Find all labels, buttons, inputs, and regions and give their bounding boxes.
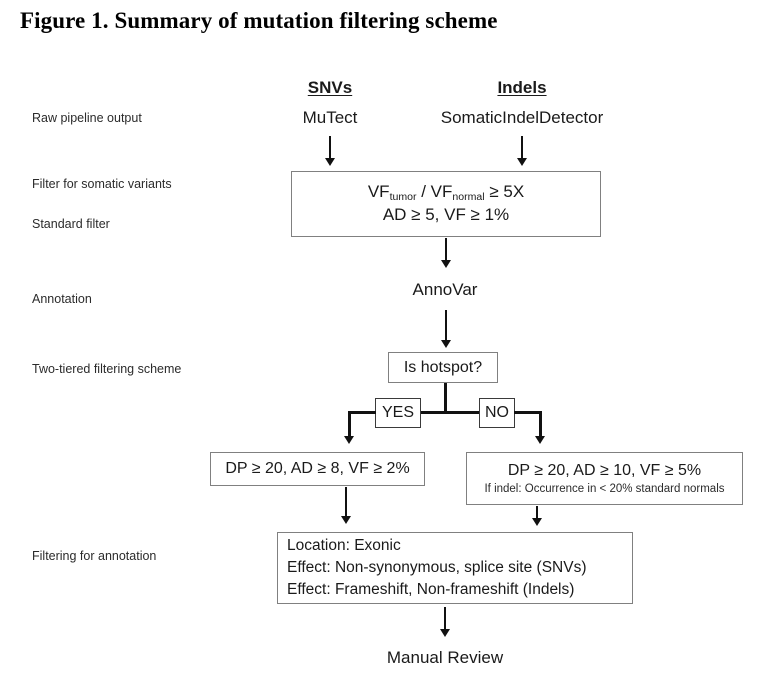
arrowhead-yesbox-to-annotation (341, 516, 351, 524)
annotation-filter-line-3: Effect: Frameshift, Non-frameshift (Inde… (287, 581, 575, 598)
stage-label-filter-for-somatic-variants: Filter for somatic variants (32, 177, 172, 191)
hotspot-no-filter-line-1: DP ≥ 20, AD ≥ 10, VF ≥ 5% (507, 461, 702, 479)
box-hotspot-yes-filter: DP ≥ 20, AD ≥ 8, VF ≥ 2% (210, 452, 425, 486)
connector-yesbox-to-annotation (345, 487, 347, 519)
connector-no-vertical (539, 411, 542, 439)
figure-title: Figure 1. Summary of mutation filtering … (20, 8, 498, 33)
arrowhead-annotation-to-manual-review (440, 629, 450, 637)
arrowhead-nobox-to-annotation (532, 518, 542, 526)
box-annotation-filter: Location: Exonic Effect: Non-synonymous,… (277, 532, 633, 604)
node-somatic-indel-detector: SomaticIndelDetector (440, 108, 604, 127)
somatic-filter-line-1: VFtumor / VFnormal ≥ 5X (367, 182, 525, 204)
connector-annotation-to-manual-review (444, 607, 446, 631)
box-yes-branch: YES (375, 398, 421, 428)
node-manual-review: Manual Review (386, 648, 504, 667)
column-header-snvs: SNVs (307, 78, 353, 97)
connector-no-horizontal (514, 411, 542, 414)
column-header-indels: Indels (497, 78, 547, 97)
connector-annovar-to-hotspot (445, 310, 447, 342)
box-no-branch: NO (479, 398, 515, 428)
connector-split-right (444, 411, 480, 414)
arrowhead-annovar-to-hotspot (441, 340, 451, 348)
arrowhead-mutect-to-filter (325, 158, 335, 166)
arrowhead-no-to-box (535, 436, 545, 444)
box-somatic-standard-filter: VFtumor / VFnormal ≥ 5X AD ≥ 5, VF ≥ 1% (291, 171, 601, 237)
arrowhead-yes-to-box (344, 436, 354, 444)
arrowhead-filter-to-annovar (441, 260, 451, 268)
somatic-filter-line-2: AD ≥ 5, VF ≥ 1% (382, 205, 510, 224)
hotspot-no-filter-line-2: If indel: Occurrence in < 20% standard n… (484, 482, 725, 495)
connector-filter-to-annovar (445, 238, 447, 262)
connector-nobox-to-annotation (536, 506, 538, 522)
stage-label-standard-filter: Standard filter (32, 217, 110, 231)
connector-hotspot-stem (444, 383, 447, 412)
node-annovar: AnnoVar (412, 280, 478, 299)
stage-label-filtering-for-annotation: Filtering for annotation (32, 549, 157, 563)
box-is-hotspot: Is hotspot? (388, 352, 498, 383)
hotspot-yes-filter-line-1: DP ≥ 20, AD ≥ 8, VF ≥ 2% (225, 460, 410, 478)
stage-label-two-tiered-filtering-scheme: Two-tiered filtering scheme (32, 362, 182, 376)
annotation-filter-line-2: Effect: Non-synonymous, splice site (SNV… (287, 559, 587, 576)
is-hotspot-label: Is hotspot? (403, 358, 483, 376)
stage-label-raw-pipeline-output: Raw pipeline output (32, 111, 142, 125)
annotation-filter-line-1: Location: Exonic (287, 537, 401, 554)
arrowhead-sid-to-filter (517, 158, 527, 166)
stage-label-annotation: Annotation (32, 292, 92, 306)
node-mutect: MuTect (302, 108, 358, 127)
connector-split-left (420, 411, 446, 414)
connector-yes-vertical (348, 411, 351, 439)
box-hotspot-no-filter: DP ≥ 20, AD ≥ 10, VF ≥ 5% If indel: Occu… (466, 452, 743, 505)
no-label: NO (485, 404, 509, 422)
connector-mutect-to-filter (329, 136, 331, 160)
yes-label: YES (381, 404, 414, 422)
connector-yes-horizontal (348, 411, 376, 414)
connector-sid-to-filter (521, 136, 523, 160)
